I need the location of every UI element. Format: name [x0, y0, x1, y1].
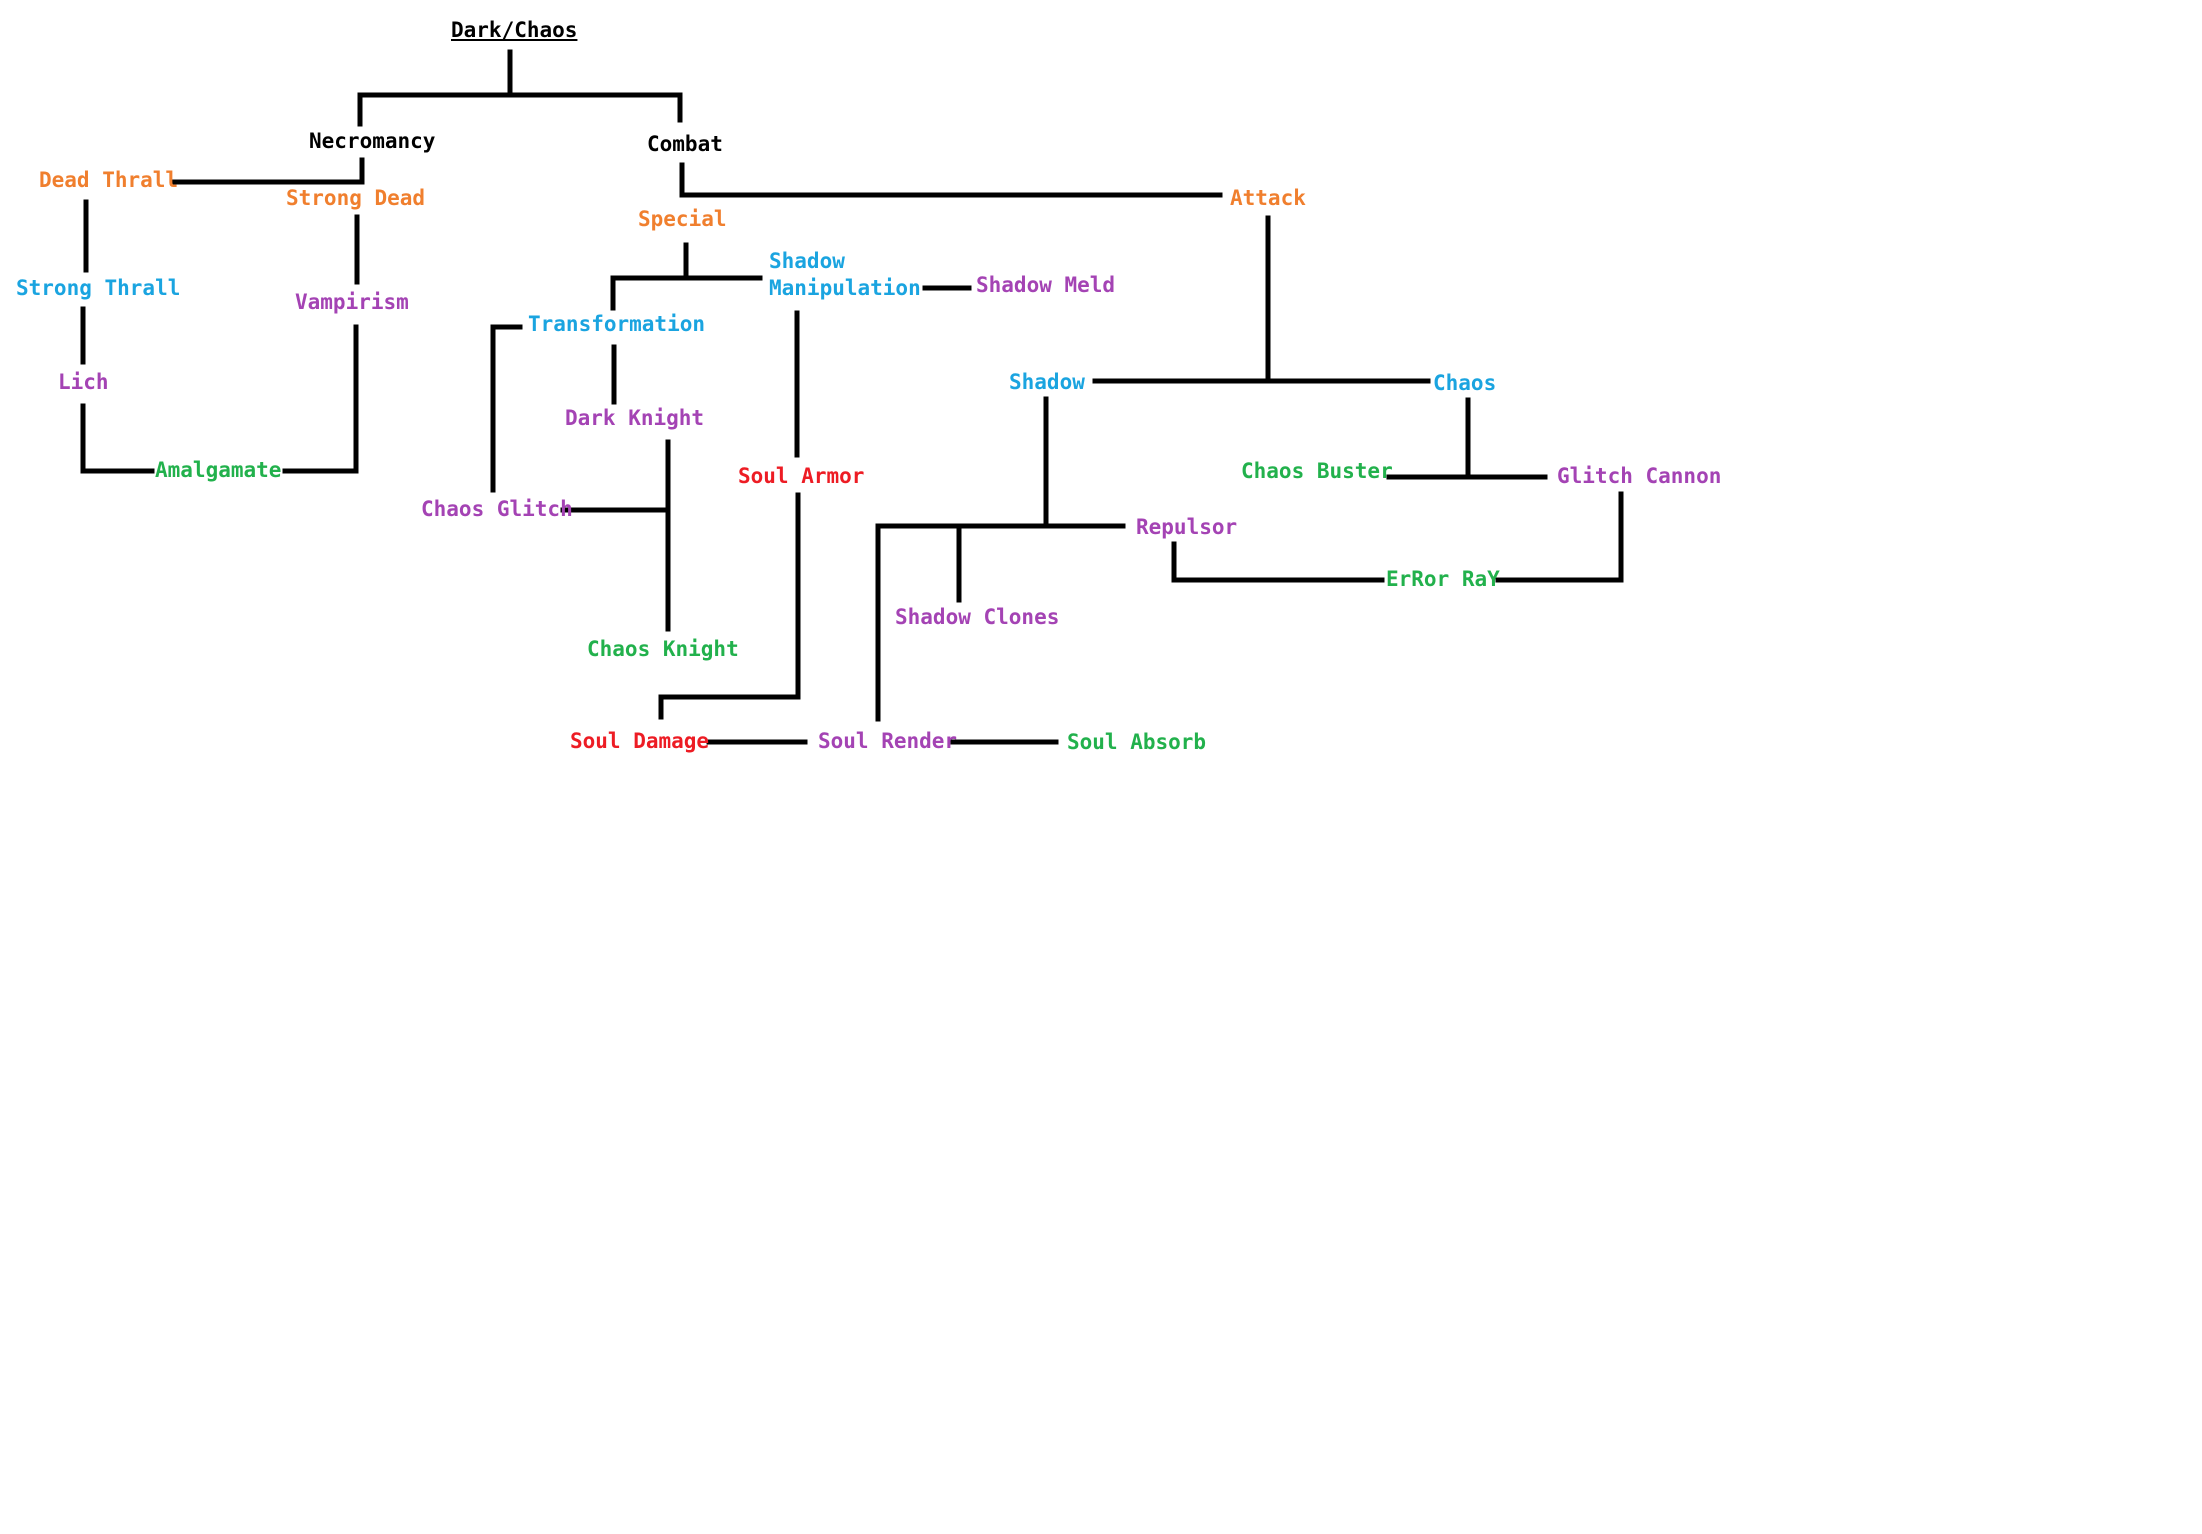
connector-root-branch — [357, 92, 683, 127]
node-soul-render: Soul Render — [818, 729, 958, 753]
node-soul-absorb: Soul Absorb — [1067, 730, 1207, 754]
node-glitch-cannon: Glitch Cannon — [1557, 464, 1722, 488]
connector-special-branch — [610, 275, 763, 311]
connector-shadow-branch — [875, 523, 1126, 722]
node-dark-knight: Dark Knight — [565, 406, 705, 430]
node-special: Special — [638, 207, 727, 231]
node-chaos-buster: Chaos Buster — [1241, 459, 1393, 483]
node-necromancy: Necromancy — [309, 129, 436, 153]
connector-lich — [80, 403, 155, 474]
node-strong-thrall: Strong Thrall — [16, 276, 181, 300]
node-dead-thrall: Dead Thrall — [39, 168, 179, 192]
node-chaos-glitch: Chaos Glitch — [421, 497, 573, 521]
connector-glitch-cannon — [1495, 491, 1624, 583]
connector-vampirism — [282, 324, 359, 474]
node-transformation: Transformation — [528, 312, 706, 336]
node-shadow-meld: Shadow Meld — [976, 273, 1116, 297]
connector-repulsor — [1171, 541, 1385, 583]
node-repulsor: Repulsor — [1136, 515, 1238, 539]
node-lich: Lich — [58, 370, 109, 394]
node-error-ray: ErRor RaY — [1386, 567, 1500, 591]
node-dark-chaos: Dark/Chaos — [451, 18, 578, 42]
node-chaos-knight: Chaos Knight — [587, 637, 739, 661]
connector-soul-damage — [658, 492, 801, 720]
connector-necromancy — [171, 157, 365, 185]
node-shadow-manipulation-line2: Manipulation — [769, 276, 921, 300]
connector-chaos-glitch — [490, 324, 523, 493]
node-vampirism: Vampirism — [295, 290, 409, 314]
node-chaos: Chaos — [1433, 371, 1497, 395]
node-attack: Attack — [1230, 186, 1306, 210]
node-strong-dead: Strong Dead — [286, 186, 426, 210]
node-shadow: Shadow — [1009, 370, 1085, 394]
node-shadow-manipulation: Shadow Manipulation — [769, 248, 921, 302]
node-shadow-clones: Shadow Clones — [895, 605, 1060, 629]
node-shadow-manipulation-line1: Shadow — [769, 249, 845, 273]
node-amalgamate: Amalgamate — [155, 458, 282, 482]
connector-combat-attack — [679, 162, 1223, 198]
node-combat: Combat — [647, 132, 723, 156]
node-soul-damage: Soul Damage — [570, 729, 710, 753]
node-soul-armor: Soul Armor — [738, 464, 865, 488]
